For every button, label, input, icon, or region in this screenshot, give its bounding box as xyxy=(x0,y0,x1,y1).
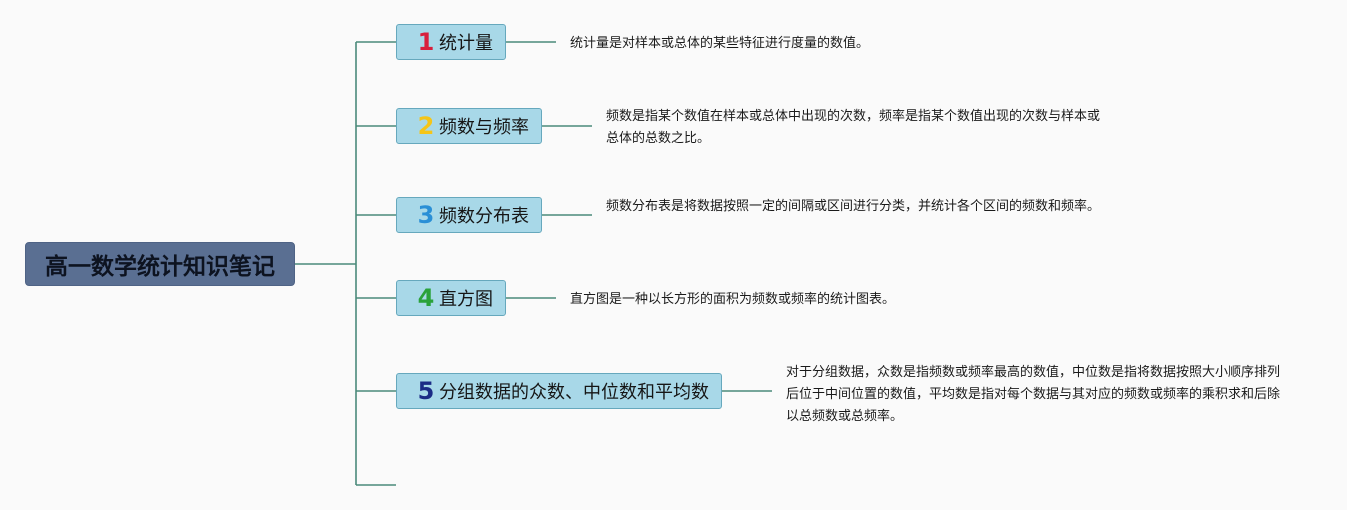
branch-node-4[interactable]: 4 直方图 xyxy=(396,280,506,316)
branch-title-2: 频数与频率 xyxy=(439,117,529,138)
branch-title-4: 直方图 xyxy=(439,289,493,310)
branch-description-5: 对于分组数据，众数是指频数或频率最高的数值，中位数是指将数据按照大小顺序排列后位… xyxy=(786,365,1281,424)
branch-number-4: 4 xyxy=(417,284,435,312)
branch-number-3: 3 xyxy=(417,201,435,229)
branch-description-2: 频数是指某个数值在样本或总体中出现的次数，频率是指某个数值出现的次数与样本或总体… xyxy=(606,109,1101,146)
branch-title-1: 统计量 xyxy=(439,33,493,54)
branch-description-1: 统计量是对样本或总体的某些特征进行度量的数值。 xyxy=(570,36,870,51)
root-label: 高一数学统计知识笔记 xyxy=(45,254,275,280)
branch-node-1[interactable]: 1 统计量 xyxy=(396,24,506,60)
branch-title-3: 频数分布表 xyxy=(439,206,529,227)
branch-node-2[interactable]: 2 频数与频率 xyxy=(396,108,542,144)
branch-title-5: 分组数据的众数、中位数和平均数 xyxy=(439,382,709,403)
branch-number-1: 1 xyxy=(417,28,435,56)
branch-description-4: 直方图是一种以长方形的面积为频数或频率的统计图表。 xyxy=(570,292,896,307)
branch-node-3[interactable]: 3 频数分布表 xyxy=(396,197,542,233)
branch-description-3: 频数分布表是将数据按照一定的间隔或区间进行分类，并统计各个区间的频数和频率。 xyxy=(606,199,1101,214)
root-node[interactable]: 高一数学统计知识笔记 xyxy=(25,242,295,286)
branch-number-5: 5 xyxy=(417,377,435,405)
branch-number-2: 2 xyxy=(417,112,435,140)
branch-node-5[interactable]: 5 分组数据的众数、中位数和平均数 xyxy=(396,373,722,409)
